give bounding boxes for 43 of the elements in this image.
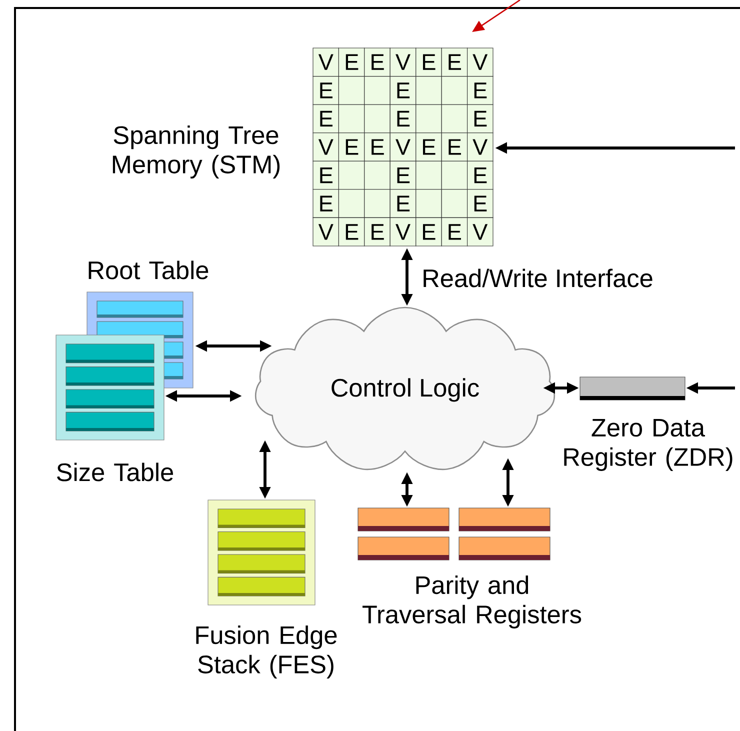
node-label: Spanning Tree Memory (STM) [112, 126, 280, 178]
label: V [318, 139, 334, 155]
label: E [474, 196, 487, 212]
label: V [396, 139, 410, 155]
label: E [474, 110, 487, 126]
label: E [320, 167, 332, 184]
label: E [448, 139, 461, 155]
label: V [396, 224, 410, 240]
label: E [372, 224, 384, 240]
label: V [318, 224, 334, 240]
label: E [397, 196, 410, 212]
node-label: Parity and Traversal Registers [362, 576, 582, 628]
label: E [346, 139, 358, 155]
label: E [346, 224, 358, 240]
label: V [472, 224, 488, 240]
label: E [423, 139, 436, 155]
label: E [474, 167, 487, 184]
memory-grid: V E E V E E V E E E E E E V E E V E E V E E E E E E V E E V E E V [312, 48, 494, 246]
node-label: Fusion Edge Stack (FES) [196, 626, 337, 678]
register-pair [358, 508, 450, 560]
register-pair [458, 508, 550, 560]
node-label: Size Table [57, 462, 174, 482]
node-label: Zero Data Register (ZDR) [564, 419, 732, 471]
label: E [474, 82, 487, 98]
label: V [472, 139, 488, 155]
label: E [320, 110, 332, 126]
label: E [397, 110, 410, 126]
label: E [372, 54, 384, 70]
label: E [448, 224, 461, 240]
label: E [448, 54, 461, 70]
label: E [397, 167, 410, 184]
edge-label: Read/Write Interface [420, 267, 655, 289]
label: V [472, 54, 488, 70]
label: E [320, 82, 332, 98]
node-label: Root Table [88, 260, 208, 280]
label: E [423, 224, 436, 240]
label: E [397, 82, 410, 98]
label: E [423, 54, 436, 70]
label: E [372, 139, 384, 155]
label: E [346, 54, 358, 70]
label: V [396, 54, 410, 70]
label: V [318, 54, 334, 70]
label: E [320, 196, 332, 212]
